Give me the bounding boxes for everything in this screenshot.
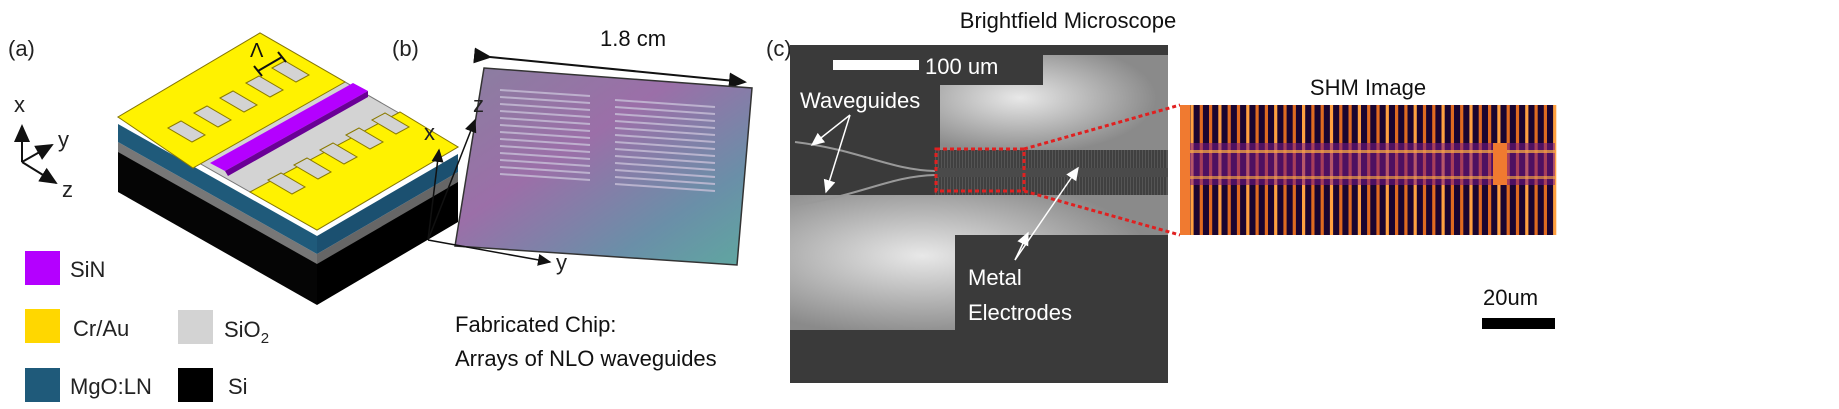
zoom-region-box bbox=[934, 147, 1026, 193]
chip-waveguide-line bbox=[499, 110, 591, 118]
legend-label-sio2: SiO2 bbox=[224, 317, 269, 347]
brightfield-title: Brightfield Microscope bbox=[960, 8, 1176, 33]
legend-swatch-crau bbox=[25, 309, 60, 343]
chip-waveguide-line bbox=[614, 169, 716, 178]
zoom-connector-top bbox=[1023, 103, 1181, 151]
scale-bar-100um-label: 100 um bbox=[925, 54, 998, 79]
metal-electrodes-label-line1: Metal bbox=[968, 265, 1022, 290]
chip-waveguide-line bbox=[614, 99, 716, 108]
brightfield-image: 100 um Waveguides Metal Electrodes bbox=[790, 45, 1168, 383]
chip-waveguide-line bbox=[499, 159, 591, 167]
chip-waveguide-line bbox=[499, 138, 591, 146]
chip-waveguide-line bbox=[614, 155, 716, 164]
chip-waveguide-line bbox=[614, 120, 716, 129]
chip-waveguide-line bbox=[499, 173, 591, 181]
legend-swatch-sin bbox=[25, 251, 60, 285]
material-legend: SiN Cr/Au SiO2 MgO:LN Si bbox=[25, 251, 269, 402]
legend-swatch-mgoln bbox=[25, 368, 60, 402]
chip-dimension-label: 1.8 cm bbox=[600, 26, 666, 51]
axis-y-label: y bbox=[58, 127, 69, 152]
chip-waveguide-line bbox=[614, 162, 716, 171]
chip-waveguide-line bbox=[614, 148, 716, 157]
legend-label-si: Si bbox=[228, 374, 248, 399]
shm-scale-bar-label: 20um bbox=[1483, 285, 1538, 310]
chip-waveguide-line bbox=[499, 103, 591, 111]
waveguides-label: Waveguides bbox=[800, 88, 920, 113]
panel-a-label: (a) bbox=[8, 36, 35, 61]
axis-x-label: x bbox=[14, 92, 25, 117]
shm-title: SHM Image bbox=[1310, 75, 1426, 100]
chip-caption-line1: Fabricated Chip: bbox=[455, 312, 616, 337]
chip-waveguide-line bbox=[614, 141, 716, 150]
axis-z-label: z bbox=[62, 177, 73, 202]
panel-b-label: (b) bbox=[392, 36, 419, 61]
scale-bar-100um bbox=[833, 60, 919, 70]
chip-axis-x-label: x bbox=[424, 120, 435, 145]
chip-waveguide-line bbox=[499, 124, 591, 132]
chip-waveguide-line bbox=[614, 127, 716, 136]
metal-electrodes-label-line2: Electrodes bbox=[968, 300, 1072, 325]
chip-waveguide-line bbox=[614, 113, 716, 122]
chip-photo bbox=[454, 67, 753, 266]
shm-scale-bar bbox=[1482, 318, 1555, 329]
chip-waveguide-line bbox=[499, 166, 591, 174]
panel-c: (c) Brightfield Microscope 100 um Wavegu… bbox=[766, 8, 1557, 383]
chip-waveguide-line bbox=[499, 152, 591, 160]
axes-triad: x y z bbox=[13, 92, 73, 202]
chip-waveguide-line bbox=[614, 176, 716, 185]
chip-axes: x z y bbox=[424, 92, 567, 275]
legend-label-sin: SiN bbox=[70, 257, 105, 282]
legend-swatch-sio2 bbox=[178, 310, 213, 344]
panel-b: (b) 1.8 cm x z y Fabricated Chip: Arrays… bbox=[392, 26, 753, 371]
chip-waveguide-line bbox=[614, 134, 716, 143]
chip-waveguide-line bbox=[614, 183, 716, 192]
chip-axis-y-label: y bbox=[556, 250, 567, 275]
period-lambda-label: Λ bbox=[250, 40, 264, 62]
zoom-connector-bottom bbox=[1023, 189, 1181, 237]
chip-waveguide-line bbox=[499, 117, 591, 125]
chip-waveguide-line bbox=[499, 145, 591, 153]
chip-axis-z-label: z bbox=[473, 92, 484, 117]
chip-caption-line2: Arrays of NLO waveguides bbox=[455, 346, 717, 371]
chip-waveguide-line bbox=[499, 89, 591, 97]
legend-label-crau: Cr/Au bbox=[73, 316, 129, 341]
dimension-arrow bbox=[473, 47, 747, 89]
shm-image bbox=[1180, 105, 1557, 235]
chip-waveguide-line bbox=[499, 96, 591, 104]
panel-a: (a) x y z bbox=[8, 32, 459, 402]
legend-label-mgoln: MgO:LN bbox=[70, 374, 152, 399]
chip-waveguide-line bbox=[499, 131, 591, 139]
chip-waveguide-line bbox=[614, 106, 716, 115]
panel-c-label: (c) bbox=[766, 36, 792, 61]
device-3d-schematic: Λ bbox=[117, 32, 459, 305]
legend-swatch-si bbox=[178, 368, 213, 402]
